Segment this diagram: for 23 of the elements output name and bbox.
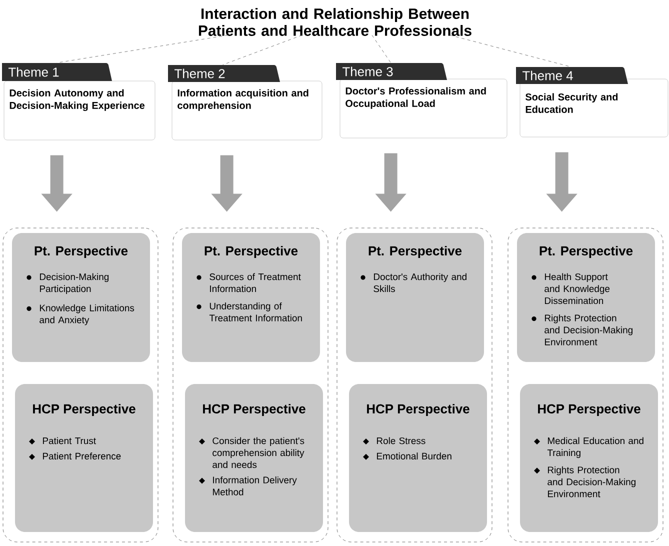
node-label: Theme 2 [174,68,225,78]
title: Interaction and Relationship Between Patients and Healthcare Professionals [198,8,472,36]
node-label: Theme 1 [8,67,59,77]
perspective-box: Pt. Perspective Health Support and Knowledge Dissemination Rights Protection and Decision-Making Environment [517,233,655,362]
theme-box: Theme 4 Social Security and Education [516,67,668,138]
dashed-panel [508,228,664,542]
node-label: Theme 3 [342,66,393,76]
dashed-panel [2,228,158,542]
connector-line [450,34,571,67]
node-label: Theme 4 [522,70,573,80]
perspective-box: Pt. Perspective Decision-Making Participation Knowledge Limitations and Anxiety [12,233,150,362]
perspective-box: HCP Perspective Role Stress Emotional Burden [349,384,487,532]
theme-box: Theme 1 Decision Autonomy and Decision-Making Experience [2,63,156,140]
perspective-box: Pt. Perspective Sources of Treatment Information Understanding of Treatment Information [182,233,320,362]
connector-line [222,34,302,65]
theme-box: Theme 3 Doctor's Professionalism and Occupational Load [336,63,508,138]
perspective-box: Pt. Perspective Doctor's Authority and Skills [346,233,484,362]
theme-box: Theme 2 Information acquisition and comprehension [168,65,322,140]
perspective-box: HCP Perspective Consider the patient's comprehension ability and needs Information Delivery Method [185,384,323,532]
perspective-box: HCP Perspective Patient Trust Patient Preference [15,384,153,532]
perspective-box: HCP Perspective Medical Education and Training Rights Protection and Decision-Making Environment [520,384,658,532]
dashed-panel [336,228,492,542]
dashed-panel [172,228,328,542]
